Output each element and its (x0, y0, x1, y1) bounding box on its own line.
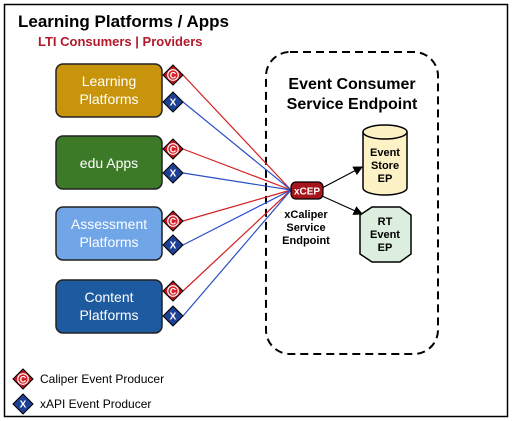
xapi-connector-line (182, 189, 292, 317)
badge-edu-xapi: X (162, 162, 184, 184)
diagram-title: Learning Platforms / Apps (18, 12, 229, 31)
legend-caliper-icon: C (12, 368, 34, 390)
caliper-connector-line (182, 189, 292, 222)
xcep-node[interactable]: xCEP (290, 181, 324, 200)
arrow-to-rt-event (321, 195, 364, 215)
platform-learning-label-1: Learning (82, 73, 137, 89)
caliper-badge-letter: C (170, 287, 177, 297)
badge-edu-caliper: C (162, 138, 184, 160)
event-store-cylinder-top (362, 124, 408, 140)
caliper-badge-letter: C (20, 375, 27, 385)
caliper-badge-circle (17, 373, 29, 385)
xapi-badge-letter: X (170, 169, 177, 180)
xapi-diamond-icon (162, 162, 184, 184)
platform-content-label-2: Platforms (79, 307, 138, 323)
platform-assessment-box (55, 206, 163, 261)
event-store-ep[interactable]: Event Store EP (362, 124, 408, 196)
xapi-diamond-icon (162, 234, 184, 256)
event-consumer-title: Event Consumer Service Endpoint (262, 75, 442, 115)
xcep-badge (290, 181, 324, 200)
event-store-label-2: Store (371, 160, 399, 172)
xapi-diamond-icon (162, 305, 184, 327)
xapi-badge-letter: X (170, 98, 177, 109)
caliper-badge-circle (167, 69, 179, 81)
caliper-badge-circle (167, 285, 179, 297)
rt-event-label-3: EP (378, 242, 393, 254)
platform-content-box (55, 279, 163, 334)
rt-event-hexagon (359, 206, 412, 263)
badge-content-caliper: C (162, 280, 184, 302)
connector-lines (182, 74, 292, 317)
xapi-diamond-icon (162, 91, 184, 113)
xapi-connector-line (182, 101, 292, 191)
rt-event-ep[interactable]: RT Event EP (359, 206, 412, 263)
caliper-badge-circle (167, 215, 179, 227)
badge-learning-xapi: X (162, 91, 184, 113)
platform-edu-apps-label-1: edu Apps (80, 155, 138, 171)
event-store-cylinder-body (362, 131, 408, 196)
xapi-diamond-icon (12, 393, 34, 415)
legend-xapi-icon: X (12, 393, 34, 415)
caliper-connector-line (182, 148, 292, 191)
xapi-connector-line (182, 172, 292, 191)
xapi-connector-line (182, 189, 292, 246)
caliper-badge-letter: C (170, 71, 177, 81)
diagram-subtitle: LTI Consumers | Providers (38, 34, 203, 49)
event-consumer-title-line-2: Service Endpoint (286, 96, 418, 113)
platform-content[interactable]: Content Platforms (55, 279, 163, 334)
xcep-badge-label: xCEP (294, 187, 320, 198)
rt-event-label-2: Event (370, 229, 400, 241)
badge-learning-caliper: C (162, 64, 184, 86)
caliper-badge-letter: C (170, 217, 177, 227)
xapi-badge-letter: X (20, 400, 27, 411)
platform-assessment-label-2: Platforms (79, 234, 138, 250)
platform-assessment-label-1: Assessment (71, 216, 147, 232)
rt-event-label-1: RT (378, 216, 393, 228)
event-store-label-3: EP (378, 173, 393, 185)
event-store-label-1: Event (370, 147, 400, 159)
xapi-badge-letter: X (170, 312, 177, 323)
caliper-connector-line (182, 74, 292, 191)
arrow-to-event-store (321, 166, 364, 189)
caliper-connector-line (182, 189, 292, 292)
xapi-badge-letter: X (170, 241, 177, 252)
event-consumer-title-line-1: Event Consumer (288, 76, 416, 93)
platform-learning-box (55, 63, 163, 118)
caliper-badge-circle (167, 143, 179, 155)
platform-content-label-1: Content (84, 289, 133, 305)
legend-caliper-label: Caliper Event Producer (40, 372, 165, 386)
legend-xapi-label: xAPI Event Producer (40, 397, 152, 411)
platform-learning-label-2: Platforms (79, 91, 138, 107)
badge-assessment-xapi: X (162, 234, 184, 256)
platform-assessment[interactable]: Assessment Platforms (55, 206, 163, 261)
platform-learning[interactable]: Learning Platforms (55, 63, 163, 118)
badge-assessment-caliper: C (162, 210, 184, 232)
platform-edu-apps[interactable]: edu Apps (55, 135, 163, 190)
xcep-caption: xCaliper Service Endpoint (282, 209, 330, 247)
platform-edu-apps-box (55, 135, 163, 190)
badge-content-xapi: X (162, 305, 184, 327)
caliper-badge-letter: C (170, 145, 177, 155)
